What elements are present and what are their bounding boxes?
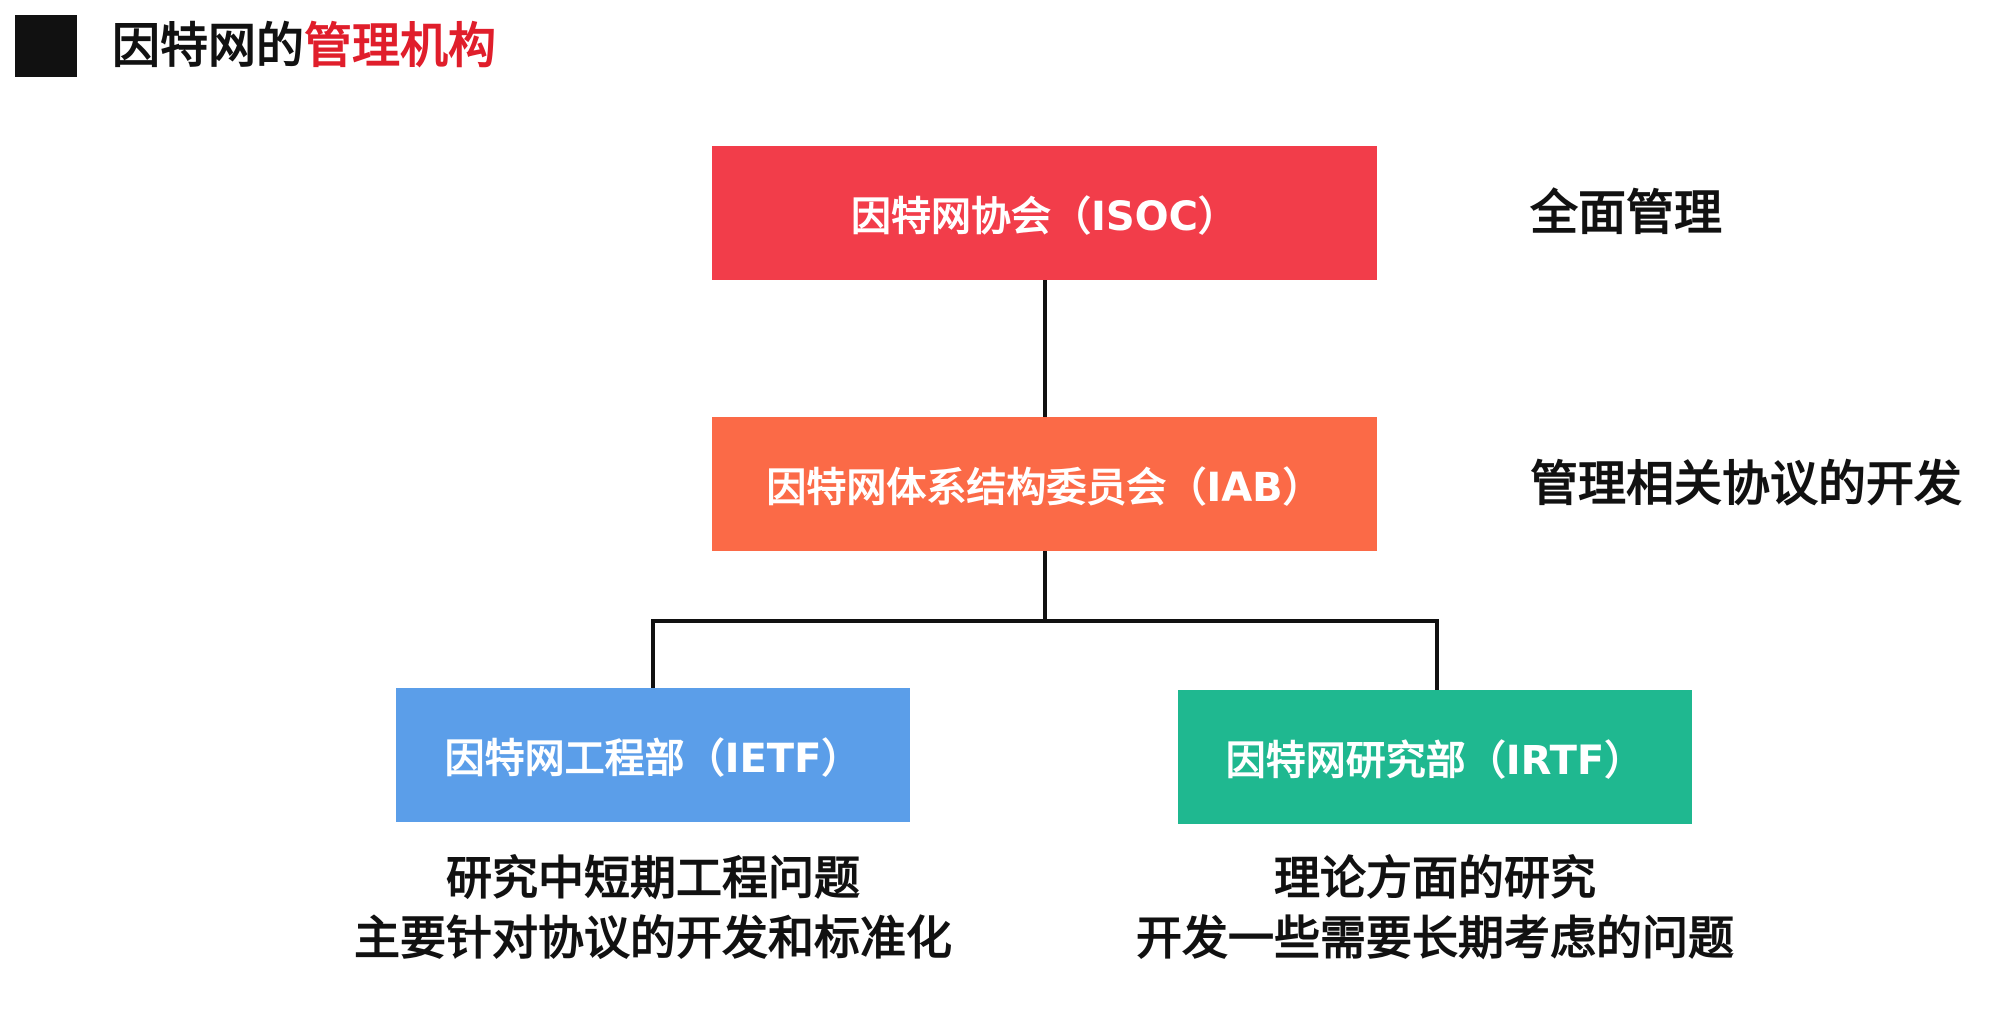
node-ietf-label: 因特网工程部（IETF） <box>444 736 862 782</box>
irtf-desc-line2: 开发一些需要长期考虑的问题 <box>1136 911 1734 965</box>
ietf-desc-line2: 主要针对协议的开发和标准化 <box>354 911 952 965</box>
node-irtf: 因特网研究部（IRTF） <box>1178 690 1692 824</box>
node-ietf: 因特网工程部（IETF） <box>396 688 910 822</box>
isoc-role: 全面管理 <box>1530 185 1723 241</box>
title-highlight: 管理机构 <box>304 18 497 74</box>
node-isoc-label: 因特网协会（ISOC） <box>850 194 1239 240</box>
ietf-description: 研究中短期工程问题 主要针对协议的开发和标准化 <box>303 848 1003 968</box>
node-isoc: 因特网协会（ISOC） <box>712 146 1377 280</box>
title-prefix: 因特网的 <box>112 18 305 74</box>
irtf-description: 理论方面的研究 开发一些需要长期考虑的问题 <box>1085 848 1785 968</box>
irtf-desc-line1: 理论方面的研究 <box>1274 851 1596 905</box>
node-iab: 因特网体系结构委员会（IAB） <box>712 417 1377 551</box>
iab-role: 管理相关协议的开发 <box>1530 456 1963 512</box>
ietf-desc-line1: 研究中短期工程问题 <box>446 851 860 905</box>
node-iab-label: 因特网体系结构委员会（IAB） <box>766 465 1323 511</box>
page-title: 因特网的管理机构 <box>112 14 496 78</box>
node-irtf-label: 因特网研究部（IRTF） <box>1225 738 1645 784</box>
title-square-icon <box>15 15 77 77</box>
